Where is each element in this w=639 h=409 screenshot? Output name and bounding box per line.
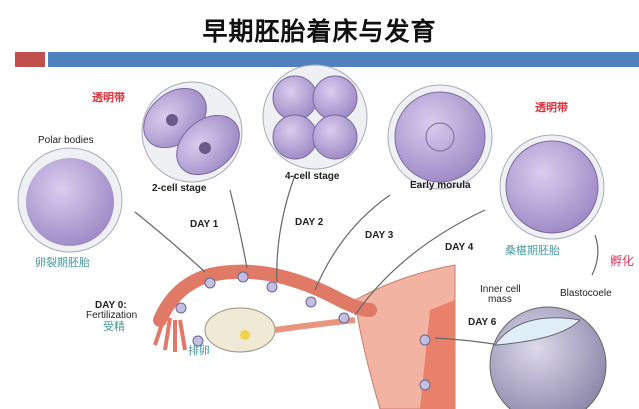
title-accent-blue — [48, 52, 639, 67]
blastocyst — [489, 306, 607, 409]
zygote-cell — [17, 147, 123, 253]
slide-title: 早期胚胎着床与发育 — [202, 17, 437, 46]
four-cell-label: 4-cell stage — [285, 171, 340, 182]
inner-cell-mass-label-2: mass — [488, 294, 512, 305]
two-cell-label: 2-cell stage — [152, 183, 207, 194]
tube-embryos — [175, 271, 431, 391]
fertilization-cn-label: 受精 — [103, 320, 125, 333]
fallopian-tube — [153, 264, 377, 327]
day-arrows — [134, 174, 599, 346]
two-cell-embryo — [141, 81, 243, 183]
day6-label: DAY 6 — [468, 317, 497, 328]
hatching-label: 孵化 — [610, 254, 634, 268]
day2-label: DAY 2 — [295, 217, 324, 228]
day3-label: DAY 3 — [365, 230, 394, 241]
four-cell-embryo — [262, 64, 368, 170]
early-morula — [387, 84, 493, 190]
day0-label: DAY 0: — [95, 300, 127, 311]
morula-embryo-label: 桑椹期胚胎 — [505, 243, 560, 257]
polar-bodies-label: Polar bodies — [38, 135, 94, 146]
ovulation-label: 排卵 — [188, 343, 210, 357]
inner-cell-mass-label-1: Inner cell — [480, 284, 521, 295]
cleavage-embryo-label: 卵裂期胚胎 — [35, 255, 90, 269]
fertilization-label: Fertilization — [86, 310, 137, 321]
title-accent-red — [15, 52, 45, 67]
early-morula-label: Early morula — [410, 180, 471, 191]
fimbriae — [153, 314, 187, 352]
uterus — [354, 264, 456, 409]
ovary — [204, 307, 276, 353]
blastocoele-label: Blastocoele — [560, 288, 612, 299]
compacted-morula — [499, 134, 605, 240]
day4-label: DAY 4 — [445, 242, 474, 253]
day1-label: DAY 1 — [190, 219, 219, 230]
zona-pellucida-label-left: 透明带 — [92, 90, 125, 104]
zona-pellucida-label-right: 透明带 — [535, 100, 568, 114]
